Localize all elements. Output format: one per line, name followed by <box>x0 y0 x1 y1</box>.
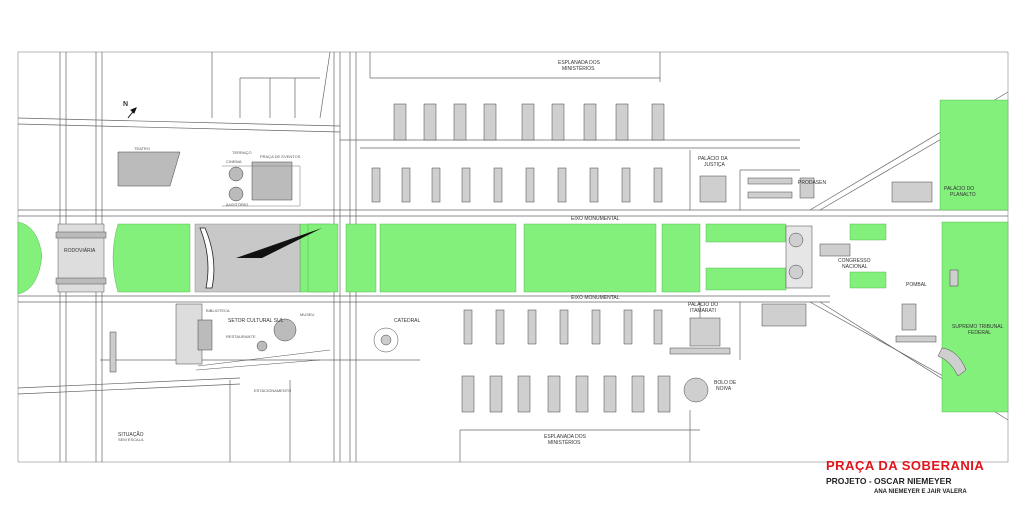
label-bolo-noiva-1: BOLO DE <box>714 380 737 386</box>
ministerios-bottom <box>461 309 671 413</box>
praca-soberania-plaza <box>194 223 322 293</box>
setor-cultural-sul <box>109 303 399 373</box>
teatro-block <box>117 151 301 207</box>
label-supremo-2: FEDERAL <box>968 330 991 336</box>
label-esplanada-bottom-1: ESPLANADA DOS <box>544 434 587 440</box>
label-palacio-justica-2: JUSTIÇA <box>704 162 726 168</box>
label-catedral: CATEDRAL <box>394 318 421 324</box>
map-labels: ESPLANADA DOS MINISTÉRIOS EIXO MONUMENTA… <box>64 60 1004 446</box>
label-esplanada-top-2: MINISTÉRIOS <box>562 65 595 72</box>
label-cinema: CINEMA <box>226 159 242 164</box>
label-bolo-noiva-2: NOIVA <box>716 386 732 392</box>
label-supremo-1: SUPREMO TRIBUNAL <box>952 324 1004 330</box>
ministerios-top <box>371 103 665 203</box>
label-teatro: TEATRO <box>134 146 150 151</box>
label-esplanada-top-1: ESPLANADA DOS <box>558 60 601 66</box>
label-planalto-2: PLANALTO <box>950 192 976 198</box>
label-itamarati-1: PALÁCIO DO <box>688 301 718 308</box>
label-north: N <box>123 101 128 108</box>
label-pombal: POMBAL <box>906 282 927 288</box>
label-itamarati-2: ITAMARATI <box>690 308 716 314</box>
map-subtitle: PROJETO - OSCAR NIEMEYER <box>826 476 952 486</box>
label-congresso-2: NACIONAL <box>842 264 868 270</box>
palaces <box>669 175 967 403</box>
label-planalto-1: PALÁCIO DO <box>944 185 974 192</box>
label-prodasen: PRODASEN <box>798 180 826 186</box>
title-block: PRAÇA DA SOBERANIA PROJETO - OSCAR NIEME… <box>826 458 1016 495</box>
label-terraco: TERRAÇO <box>232 150 252 155</box>
label-setor-cultural: SETOR CULTURAL SUL <box>228 318 284 324</box>
label-esplanada-bottom-2: MINISTÉRIOS <box>548 439 581 446</box>
label-restaurante: RESTAURANTE <box>226 334 256 339</box>
north-arrow <box>127 107 137 119</box>
map-authors: ANA NIEMEYER E JAIR VALERA <box>874 489 967 495</box>
label-palacio-justica-1: PALÁCIO DA <box>698 155 728 162</box>
label-museu: MUSEU <box>300 312 315 317</box>
label-biblioteca: BIBLIOTECA <box>206 308 230 313</box>
map-title: PRAÇA DA SOBERANIA <box>826 458 985 473</box>
label-congresso-1: CONGRESSO <box>838 258 871 264</box>
label-auditorio: AUDITÓRIO <box>226 202 248 207</box>
label-rodoviaria: RODOVIÁRIA <box>64 247 96 254</box>
label-eixo-top: EIXO MONUMENTAL <box>571 216 620 222</box>
label-estacionamento: ESTACIONAMENTO <box>254 388 291 393</box>
label-eixo-bottom: EIXO MONUMENTAL <box>571 295 620 301</box>
label-situacao-1: SITUAÇÃO <box>118 431 144 438</box>
label-situacao-2: SEM ESCALA <box>118 437 144 442</box>
rodoviaria-area <box>55 223 107 293</box>
label-praca-eventos: PRAÇA DE EVENTOS <box>260 154 301 159</box>
